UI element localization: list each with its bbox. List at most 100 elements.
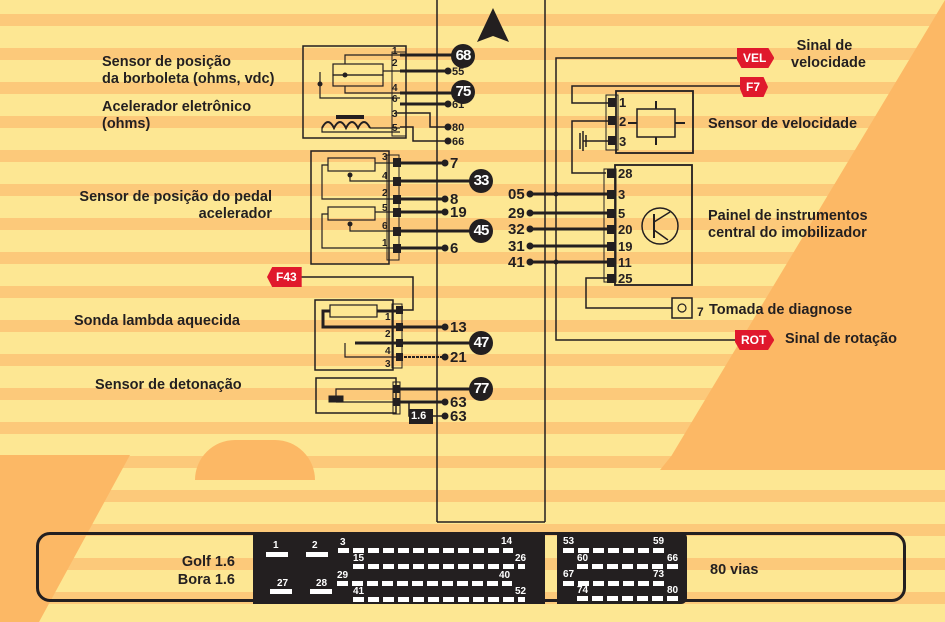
conn-pin-label: 40	[499, 570, 511, 581]
panel-pin: 3	[618, 187, 626, 202]
ecu-pin: 80	[452, 122, 465, 134]
conn-pin-label: 53	[563, 536, 575, 547]
pedal-pin: 3	[382, 152, 388, 163]
panel-pin: 20	[618, 222, 633, 237]
label-diag: Tomada de diagnose	[709, 302, 853, 318]
label-line: (ohms)	[102, 116, 151, 132]
label-line: velocidade	[791, 55, 866, 71]
conn-pin-label: 74	[577, 585, 589, 596]
ecu-pin-circled: 33	[469, 169, 493, 193]
tag-f43: F43	[267, 267, 302, 287]
tps-pin: 6	[392, 94, 398, 105]
label-line: da borboleta (ohms, vdc)	[102, 71, 275, 87]
label-rot-signal: Sinal de rotação	[785, 331, 898, 347]
engine-tag	[409, 409, 433, 424]
footer-models: Golf 1.6 Bora 1.6	[178, 553, 235, 589]
model-bora: Bora 1.6	[177, 572, 235, 588]
conn-pin-label: 15	[353, 553, 365, 564]
label-tps: Sensor de posição da borboleta (ohms, vd…	[102, 54, 274, 88]
conn-pin-label: 14	[501, 536, 513, 547]
label-line: central do imobilizador	[708, 225, 867, 241]
lambda-pin: 2	[385, 329, 391, 340]
tps-pin: 4	[392, 83, 398, 94]
ecu-pin: 55	[452, 66, 465, 78]
conn-pin-label: 26	[515, 553, 527, 564]
ecu-pin: 63	[450, 394, 467, 411]
conn-pin-label: 66	[667, 553, 679, 564]
label-lambda: Sonda lambda aquecida	[74, 313, 240, 329]
ecu-pin: 63	[450, 408, 467, 425]
ecu-pin-circled: 45	[469, 219, 493, 243]
ecu-pin: 21	[450, 349, 467, 366]
conn-pin-label: 67	[563, 569, 575, 580]
diag-pin: 7	[697, 305, 704, 319]
north-arrow-icon	[477, 8, 509, 42]
panel-pin: 5	[618, 206, 626, 221]
label-accelerator: Acelerador eletrônico (ohms)	[102, 99, 251, 133]
ecu-pin-right: 05	[508, 186, 525, 203]
ecu-pin: 7	[450, 155, 459, 172]
ecu-pin-circled: 47	[469, 331, 493, 355]
bg-hill	[195, 440, 315, 480]
conn-pin-label: 1	[273, 540, 279, 551]
panel-pin: 19	[618, 239, 633, 254]
conn-pin-label: 59	[653, 536, 665, 547]
lambda-pin: 1	[385, 312, 391, 323]
ecu-pin-circled: 68	[451, 44, 475, 68]
pedal-pin: 2	[382, 188, 388, 199]
lambda-pin: 3	[385, 359, 391, 370]
speed-sensor-pin: 1	[619, 95, 627, 110]
label-speed-sensor: Sensor de velocidade	[708, 116, 858, 132]
tps-pin: 5	[392, 123, 398, 134]
conn-pin-label: 28	[316, 578, 328, 589]
ecu-pin-right: 41	[508, 254, 525, 271]
conn-pin-label: 80	[667, 585, 679, 596]
tps-pin: 3	[392, 109, 398, 120]
ecu-pin: 66	[452, 136, 465, 148]
label-line: acelerador	[198, 206, 272, 222]
pedal-box	[310, 150, 390, 265]
label-panel: Painel de instrumentos central do imobil…	[708, 208, 868, 242]
ecu-pin: 8	[450, 191, 459, 208]
ecu-pin-right: 31	[508, 238, 525, 255]
diag-socket	[671, 297, 693, 319]
panel-pin: 25	[618, 271, 633, 286]
label-knock-sensor: Sensor de detonação	[95, 377, 242, 393]
lambda-box	[314, 299, 394, 371]
label-pedal-sensor: Sensor de posição do pedal acelerador	[79, 189, 272, 223]
tag-f7: F7	[740, 77, 769, 97]
conn-pin-label: 3	[340, 537, 346, 548]
ecu-pin: 6	[450, 240, 459, 257]
conn-pin-label: 41	[353, 586, 365, 597]
connector-block-2: 53 59 60 66 67 73 74 80	[557, 532, 687, 604]
pedal-pin: 6	[382, 221, 388, 232]
pedal-pin: 5	[382, 203, 388, 214]
tps-pin: 1	[392, 46, 398, 57]
ecu-pin-circled: 75	[451, 80, 475, 104]
ecu-pin-right: 29	[508, 205, 525, 222]
label-line: Painel de instrumentos	[708, 208, 868, 224]
speed-sensor-pin: 2	[619, 114, 627, 129]
tps-pin: 2	[392, 58, 398, 69]
knock-box	[315, 377, 397, 414]
conn-pin-label: 60	[577, 553, 589, 564]
conn-pin-label: 52	[515, 586, 527, 597]
conn-pin-label: 27	[277, 578, 289, 589]
pedal-pin: 1	[382, 238, 388, 249]
label-line: Acelerador eletrônico	[102, 99, 252, 115]
lambda-pin: 4	[385, 346, 391, 357]
model-golf: Golf 1.6	[181, 554, 235, 570]
label-line: Sensor de posição	[102, 54, 231, 70]
footer-ways: 80 vias	[710, 562, 759, 578]
conn-pin-label: 2	[312, 540, 318, 551]
pedal-pin: 4	[382, 171, 388, 182]
ecu-pin: 61	[452, 99, 465, 111]
label-vel-signal: Sinal de velocidade	[783, 38, 866, 72]
label-line: Sensor de posição do pedal	[79, 189, 272, 205]
panel-pin: 11	[618, 255, 632, 270]
panel-pin: 28	[618, 166, 633, 181]
conn-pin-label: 29	[337, 570, 349, 581]
ecu-pin-circled: 77	[469, 377, 493, 401]
speed-sensor-pin: 3	[619, 134, 627, 149]
